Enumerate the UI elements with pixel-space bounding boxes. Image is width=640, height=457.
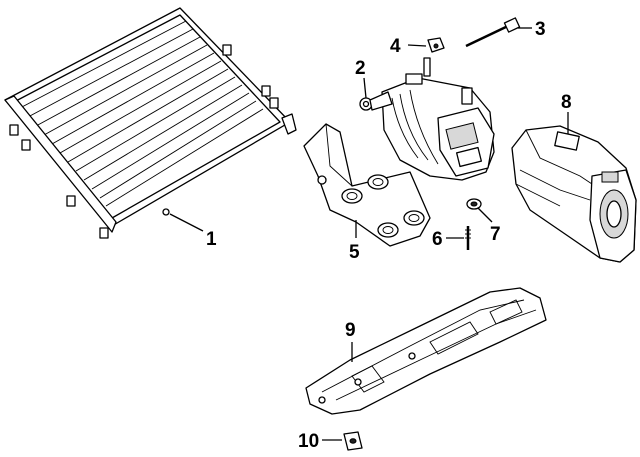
stud-part-6 <box>465 226 471 250</box>
callout-8-group: 8 <box>561 92 572 134</box>
condenser-part-1 <box>4 7 297 239</box>
electric-compressor-part-8 <box>511 125 637 263</box>
compressor-bracket-part-5 <box>303 123 431 247</box>
shield-part-9 <box>305 287 547 415</box>
bolt-part-3 <box>465 17 521 48</box>
nut-part-4 <box>427 37 445 53</box>
clip-part-10 <box>343 431 363 451</box>
callout-2-group: 2 <box>355 58 367 99</box>
callout-3: 3 <box>535 19 546 40</box>
callout-7: 7 <box>490 224 501 245</box>
callout-4-group: 4 <box>390 36 427 57</box>
callout-9-group: 9 <box>345 320 356 362</box>
callout-1: 1 <box>206 229 217 250</box>
nut-part-7 <box>466 198 482 210</box>
callout-5-group: 5 <box>349 220 360 263</box>
callout-8: 8 <box>561 92 572 113</box>
callout-5: 5 <box>349 242 360 263</box>
callout-4: 4 <box>390 36 401 57</box>
callout-9: 9 <box>345 320 356 341</box>
callout-6: 6 <box>432 229 443 250</box>
callout-1-group: 1 <box>169 213 217 250</box>
callout-3-group: 3 <box>518 19 546 40</box>
callout-2: 2 <box>355 58 366 79</box>
callout-10: 10 <box>298 431 319 452</box>
callout-6-group: 6 <box>432 229 464 250</box>
ac-compressor-part-2 <box>359 57 495 181</box>
callout-10-group: 10 <box>298 431 342 452</box>
callout-7-group: 7 <box>477 207 501 245</box>
